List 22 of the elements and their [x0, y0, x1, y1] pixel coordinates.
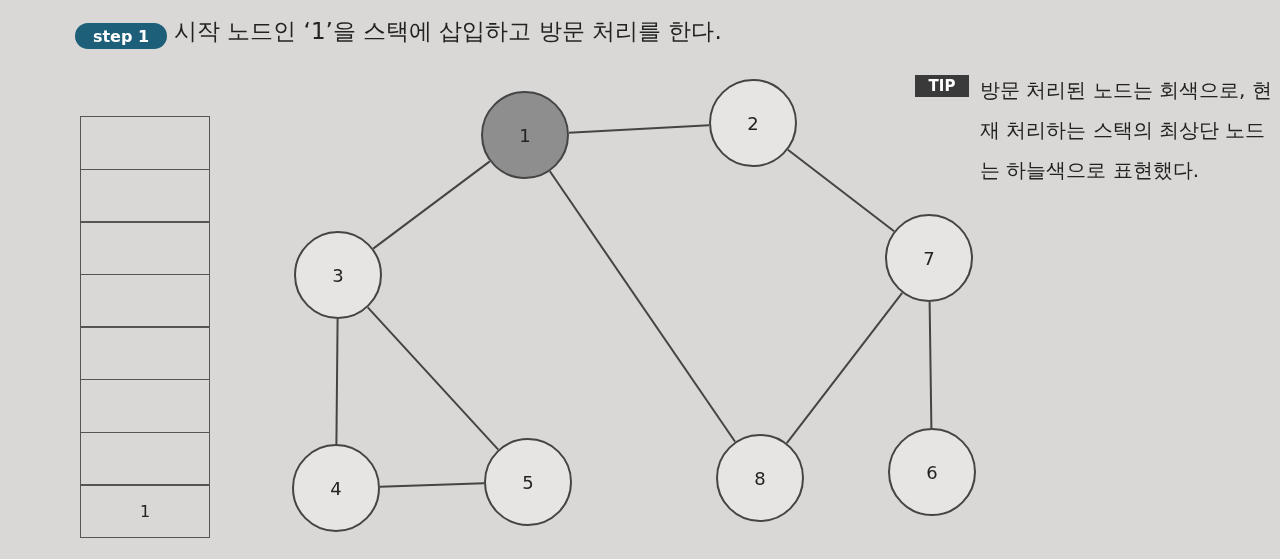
edge-line: [335, 318, 339, 445]
edge-line: [548, 170, 737, 443]
graph-node: 6: [888, 428, 976, 516]
edge-line: [372, 160, 491, 250]
step-badge: step 1: [75, 23, 167, 49]
graph-node: 7: [885, 214, 973, 302]
graph-node: 2: [709, 79, 797, 167]
graph-node: 5: [484, 438, 572, 526]
stack-cell: 1: [80, 484, 210, 538]
edge-line: [928, 301, 933, 429]
edge-line: [567, 124, 711, 134]
edge-line: [786, 148, 896, 233]
graph-node: 1: [481, 91, 569, 179]
graph-node: 4: [292, 444, 380, 532]
graph-node: 3: [294, 231, 382, 319]
tip-badge: TIP: [915, 75, 969, 97]
graph-node: 8: [716, 434, 804, 522]
title: 시작 노드인 ‘1’을 스택에 삽입하고 방문 처리를 한다.: [174, 17, 722, 46]
edge-line: [366, 306, 500, 451]
tip-text: 방문 처리된 노드는 회색으로, 현재 처리하는 스택의 최상단 노드는 하늘색으로 표현했다.: [980, 77, 1273, 184]
edge-line: [379, 482, 485, 488]
edge-line: [785, 291, 904, 445]
